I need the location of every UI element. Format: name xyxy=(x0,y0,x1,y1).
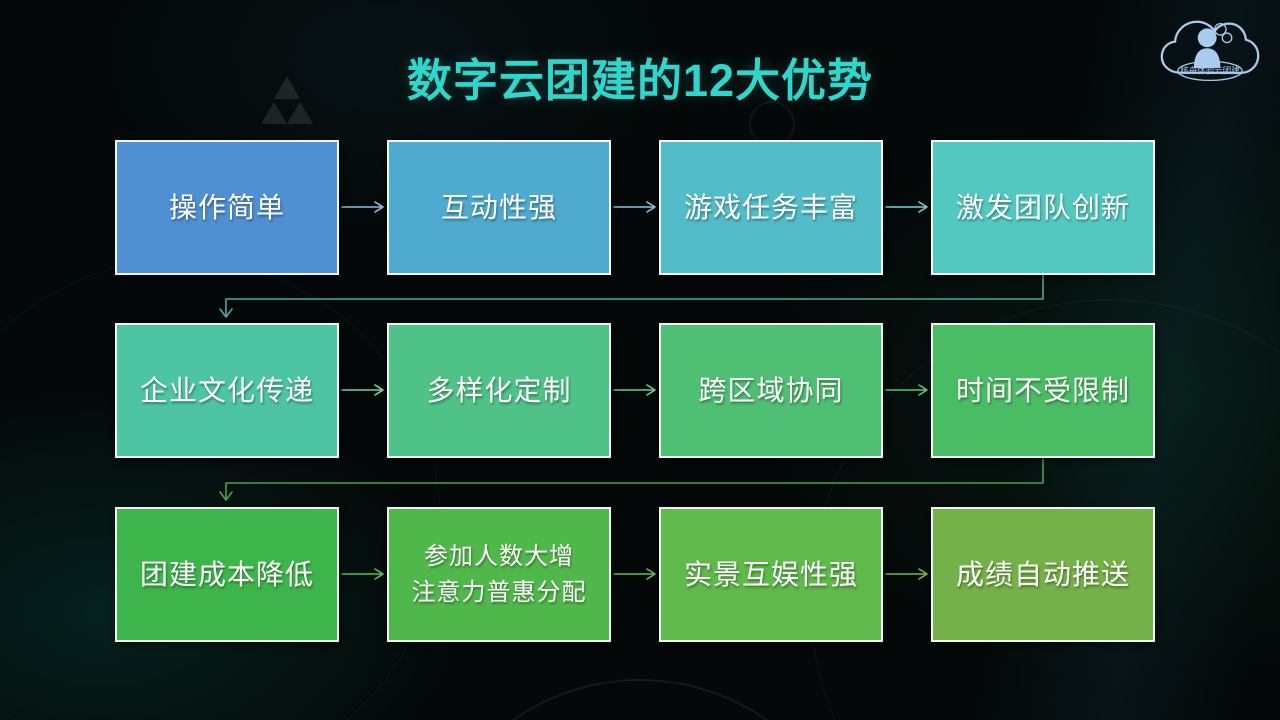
bubble-icon xyxy=(1221,32,1233,44)
page-title: 数字云团建的12大优势 xyxy=(406,55,874,106)
advantage-label: 参加人数大增 注意力普惠分配 xyxy=(411,542,587,606)
advantage-box-2: 互动性强 xyxy=(387,140,611,275)
advantage-label: 互动性强 xyxy=(440,191,557,223)
advantage-label: 时间不受限制 xyxy=(955,374,1130,406)
advantage-box-11: 实景互娱性强 xyxy=(659,507,883,642)
advantage-box-4: 激发团队创新 xyxy=(931,140,1155,275)
advantage-label: 成绩自动推送 xyxy=(955,558,1130,590)
advantage-box-3: 游戏任务丰富 xyxy=(659,140,883,275)
elbow-connector-down-icon xyxy=(219,274,1044,318)
advantage-box-7: 跨区域协同 xyxy=(659,323,883,458)
advantage-label: 操作简单 xyxy=(168,191,285,223)
arrow-right-icon xyxy=(613,568,656,580)
advantage-label: 激发团队创新 xyxy=(955,191,1130,223)
person-body-icon xyxy=(1193,48,1221,69)
advantage-box-1: 操作简单 xyxy=(115,140,339,275)
advantage-label: 游戏任务丰富 xyxy=(683,191,858,223)
logo-text: 核舟体验云团建 xyxy=(1180,66,1240,76)
bubble-icon xyxy=(1214,22,1227,36)
advantage-box-5: 企业文化传递 xyxy=(115,323,339,458)
arrow-right-icon xyxy=(341,384,384,396)
advantage-box-8: 时间不受限制 xyxy=(931,323,1155,458)
arrow-right-icon xyxy=(885,568,928,580)
arrow-right-icon xyxy=(341,201,384,213)
person-icon xyxy=(1197,28,1217,48)
logo-banner xyxy=(1177,60,1243,82)
company-logo: 核舟体验云团建 xyxy=(1160,20,1260,82)
advantage-label: 团建成本降低 xyxy=(139,558,314,590)
arrow-right-icon xyxy=(885,201,928,213)
advantage-label: 实景互娱性强 xyxy=(683,558,858,590)
arrow-right-icon xyxy=(613,384,656,396)
arrow-right-icon xyxy=(613,201,656,213)
advantage-box-6: 多样化定制 xyxy=(387,323,611,458)
advantage-box-9: 团建成本降低 xyxy=(115,507,339,642)
network-arc xyxy=(511,679,769,720)
advantage-label: 跨区域协同 xyxy=(698,374,844,406)
arrow-right-icon xyxy=(341,568,384,580)
advantage-label: 企业文化传递 xyxy=(139,374,314,406)
elbow-connector-down-icon xyxy=(219,457,1044,501)
advantage-box-10: 参加人数大增 注意力普惠分配 xyxy=(387,507,611,642)
advantage-box-12: 成绩自动推送 xyxy=(931,507,1155,642)
advantage-label: 多样化定制 xyxy=(426,374,572,406)
arrow-right-icon xyxy=(885,384,928,396)
